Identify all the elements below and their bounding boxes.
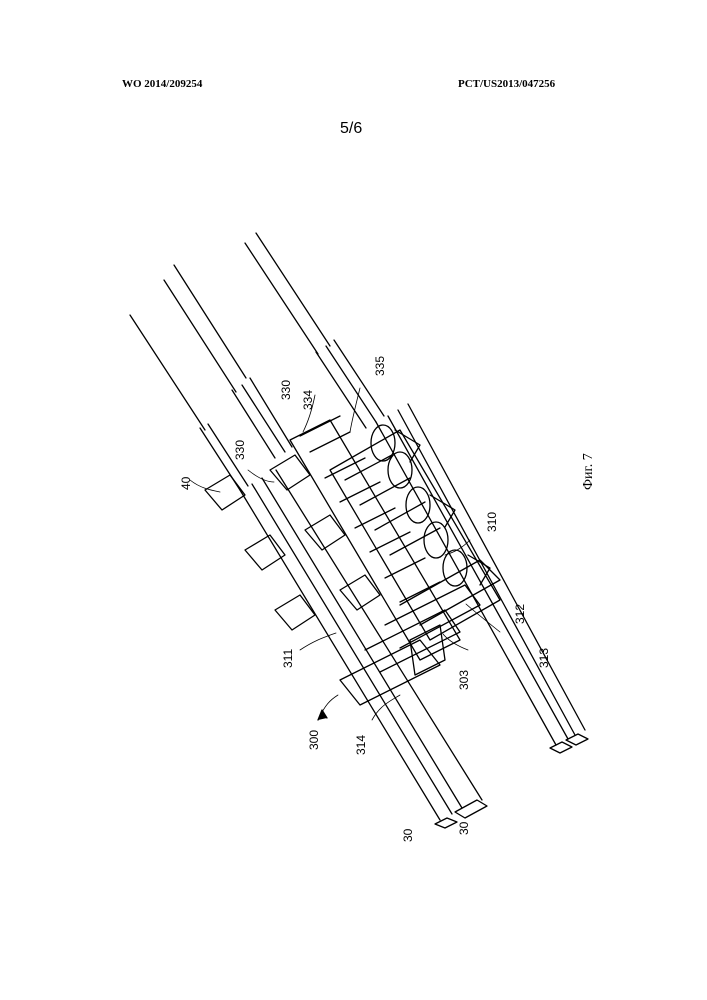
arrowhead-300 bbox=[318, 710, 327, 720]
figure-caption: Фиг. 7 bbox=[581, 453, 596, 490]
label-312: 312 bbox=[513, 604, 527, 624]
label-311: 311 bbox=[281, 649, 295, 668]
leader-lines bbox=[190, 388, 500, 720]
clip-330-right-column bbox=[371, 425, 490, 586]
label-310: 310 bbox=[485, 512, 499, 532]
label-313: 313 bbox=[537, 648, 551, 668]
optical-fiber-group-left bbox=[164, 265, 292, 458]
clip-330-left-column bbox=[205, 455, 380, 630]
label-30-left: 30 bbox=[401, 828, 415, 842]
label-300: 300 bbox=[307, 730, 321, 750]
reference-labels: 300 314 311 303 313 312 310 335 334 330 … bbox=[179, 356, 596, 842]
label-314: 314 bbox=[354, 735, 368, 755]
label-335: 335 bbox=[373, 356, 387, 376]
label-30-right: 30 bbox=[457, 821, 471, 835]
label-334: 334 bbox=[301, 390, 315, 410]
label-330-upper: 330 bbox=[279, 380, 293, 400]
label-330-lower: 330 bbox=[233, 440, 247, 460]
retainer-loops bbox=[340, 560, 500, 705]
label-40: 40 bbox=[179, 476, 193, 490]
optical-fiber-40 bbox=[130, 315, 248, 490]
label-303: 303 bbox=[457, 670, 471, 690]
